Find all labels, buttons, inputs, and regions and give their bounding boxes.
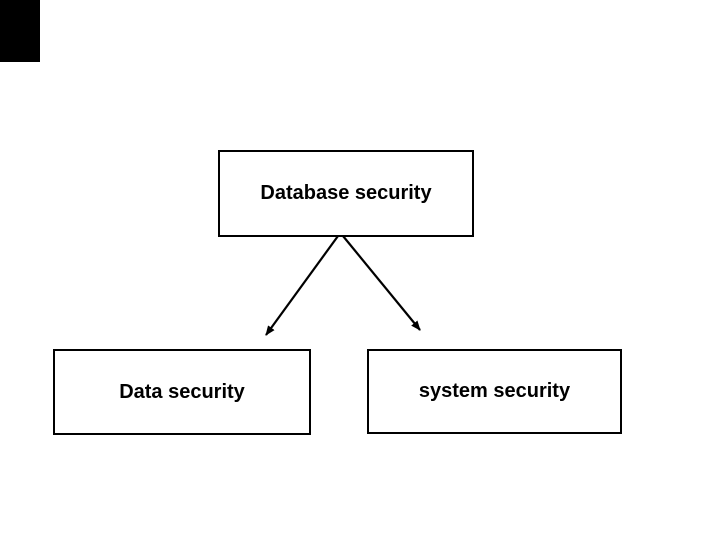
node-data-security: Data security — [53, 349, 311, 435]
arrow-to-data-security — [265, 235, 339, 336]
node-database-security: Database security — [218, 150, 474, 237]
black-corner-block — [0, 0, 40, 62]
node-system-security-label: system security — [418, 380, 571, 402]
node-data-security-label: Data security — [119, 380, 245, 403]
node-system-security: system security — [367, 349, 622, 434]
arrow-to-system-security — [342, 235, 421, 331]
node-database-security-label: Database security — [260, 182, 432, 204]
